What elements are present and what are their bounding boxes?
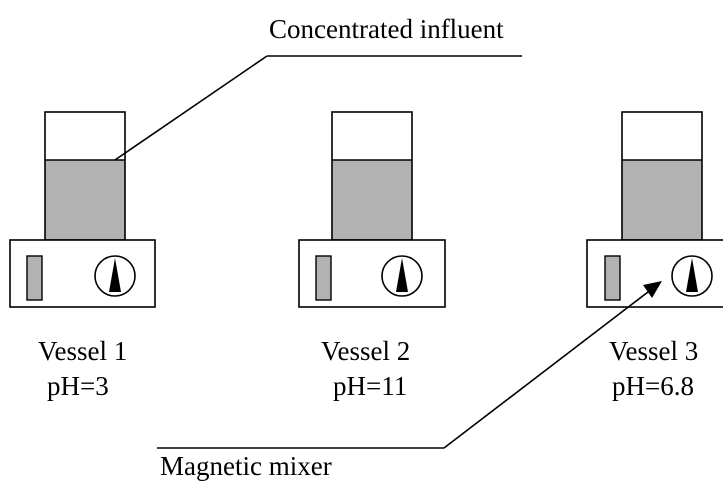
mixer-2-dial-pointer — [396, 258, 408, 292]
vessel-2-name: Vessel 2 — [321, 336, 410, 366]
magnetic-mixer-label: Magnetic mixer — [160, 451, 332, 481]
mixer-1-indicator — [26, 255, 43, 301]
concentrated-influent-label: Concentrated influent — [269, 14, 504, 44]
vessel-3-name: Vessel 3 — [609, 336, 698, 366]
vessel-1-name: Vessel 1 — [38, 336, 127, 366]
mixer-3-dial-pointer — [686, 258, 698, 292]
mixer-arrowhead — [643, 281, 662, 298]
mixer-2-indicator — [315, 255, 332, 301]
vessel-1-ph: pH=3 — [47, 371, 109, 401]
vessel-1: Vessel 1 pH=3 — [9, 111, 156, 401]
vessel-3-ph: pH=6.8 — [612, 371, 694, 401]
vessel-2: Vessel 2 pH=11 — [298, 111, 446, 401]
mixer-callout-leader — [443, 291, 649, 449]
vessel-3-liquid — [622, 160, 702, 240]
vessel-3: Vessel 3 pH=6.8 — [586, 111, 723, 401]
mixer-3-indicator — [604, 255, 621, 301]
vessel-2-ph: pH=11 — [333, 371, 407, 401]
mixer-1-dial-pointer — [109, 258, 121, 292]
influent-callout-leader — [92, 55, 268, 176]
vessel-1-liquid — [45, 160, 125, 240]
vessel-2-liquid — [332, 160, 412, 240]
